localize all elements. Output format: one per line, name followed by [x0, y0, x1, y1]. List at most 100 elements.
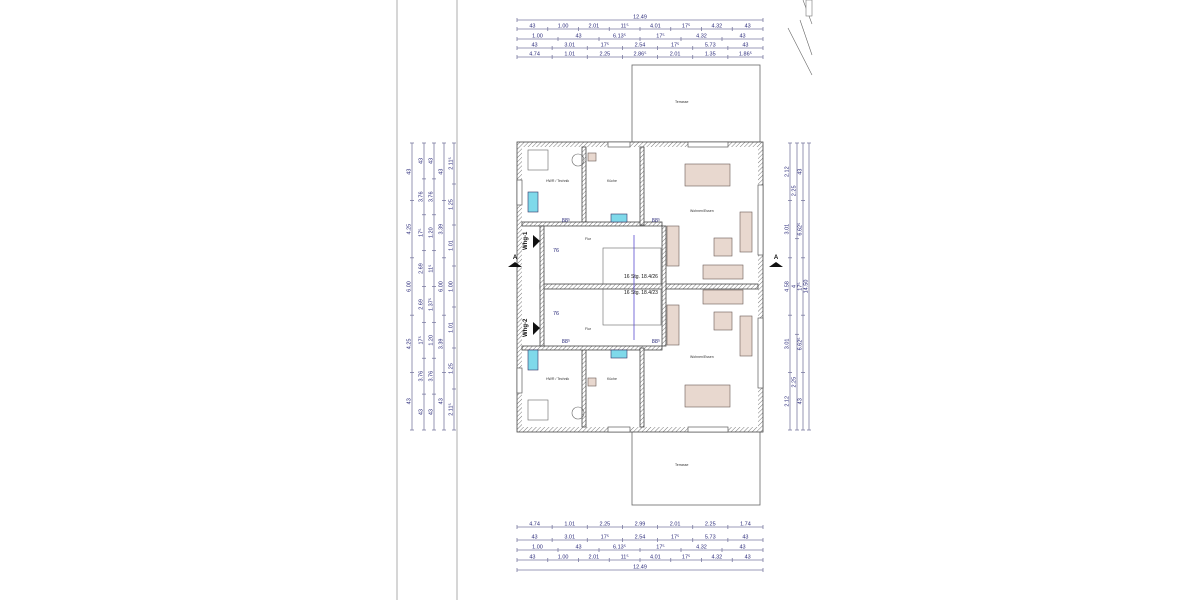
dimension-bottom-value: 5.73: [705, 535, 716, 541]
dimension-lines: 12.49 43 1.00 2.01 11⁵ 4.01 17⁵ 4.32 43 1.00 43 6.1…: [407, 15, 811, 572]
dimension-left-value: 2.11⁵: [448, 403, 455, 416]
terrace-top: [631, 64, 761, 143]
dimension-bottom-value: 43: [742, 535, 748, 541]
dimension-left-value: 11⁵: [428, 265, 435, 273]
dimension-bottom-value: 2.25: [705, 522, 716, 528]
room-label-hwr-bottom: HWR / Technik: [546, 377, 569, 381]
stairs-label-bottom: 16 Stg. 18.4/23: [624, 290, 658, 296]
section-arrow-icon: [769, 262, 783, 267]
dimension-left-value: 2.11⁵: [448, 157, 455, 170]
door-width: 88⁵: [562, 338, 570, 345]
dimension-bottom-value: 43: [575, 545, 581, 551]
dimension-bottom-value: 43: [529, 555, 535, 561]
dimension-right-value: 6.62⁵: [797, 337, 804, 350]
unit-label-2: Whg-2: [523, 318, 529, 337]
dimension-bottom-value: 3.01: [564, 535, 575, 541]
dimension-top-value: 5.73: [705, 43, 716, 49]
dimension-top-value: 1.35: [705, 52, 716, 58]
dimension-right-value: 3.01: [785, 224, 791, 235]
unit-label-1: Whg-1: [523, 231, 529, 250]
dimension-bottom-value: 1.00: [558, 555, 569, 561]
dimension-left-value: 3.76: [419, 191, 425, 202]
entry-arrow-icon: [533, 322, 540, 335]
dimension-left-value: 3.39: [439, 224, 445, 235]
dimension-top-value: 2.86⁵: [634, 51, 647, 58]
door-width: 88⁵: [652, 217, 660, 224]
dimension-right-value: 4: [792, 285, 798, 288]
north-arrow-icon: [787, 0, 813, 76]
door-width: 88⁵: [652, 338, 660, 345]
dimension-top-value: 43: [575, 34, 581, 40]
section-mark-right: A: [774, 255, 779, 261]
dimension-left-value: 6.00: [439, 281, 445, 292]
dimension-left-value: 43: [439, 169, 445, 175]
door-width: 76: [553, 248, 559, 254]
dimension-top-value: 12.49: [633, 15, 647, 21]
room-label-hall-bottom: Flur: [585, 327, 592, 331]
dimension-bottom-value: 1.01: [564, 522, 575, 528]
dimension-bottom-value: 2.54: [635, 535, 646, 541]
dimension-bottom-value: 4.32: [696, 545, 707, 551]
dimension-left-value: 1.25: [449, 363, 455, 374]
dimension-top-value: 43: [532, 43, 538, 49]
dimension-left-value: 1.01: [449, 240, 455, 251]
stairs-label-top: 16 Stg. 18.4/26: [624, 274, 658, 280]
dimension-top-value: 43: [739, 34, 745, 40]
dimension-left-value: 3.76: [429, 191, 435, 202]
dimension-right-value: 43: [798, 169, 804, 175]
dimension-top-value: 17⁵: [682, 23, 690, 30]
dimension-right-value: 14.50: [804, 280, 810, 294]
dimension-bottom-value: 17⁵: [601, 534, 609, 541]
dimension-bottom-value: 6.13⁵: [613, 544, 626, 551]
dimension-right-value: 2.25: [792, 377, 798, 388]
dimension-top-value: 43: [742, 43, 748, 49]
dimension-top-value: 43: [745, 24, 751, 30]
dimension-top-value: 17⁵: [671, 42, 679, 49]
dimension-left-value: 1.20: [429, 227, 435, 238]
section-mark-left: A: [513, 255, 518, 261]
dimension-bottom-value: 43: [745, 555, 751, 561]
dimension-left-value: 4.25: [407, 224, 413, 235]
dimension-right-value: 4.58: [785, 281, 791, 292]
dimension-bottom-value: 2.25: [599, 522, 610, 528]
dimension-left-value: 3.76: [419, 371, 425, 382]
dimension-right-value: 2.12: [785, 166, 791, 177]
dimension-top-value: 4.32: [696, 34, 707, 40]
dimension-bottom-value: 17⁵: [656, 544, 664, 551]
dimension-top-value: 17⁵: [656, 33, 664, 40]
dimension-top-value: 2.01: [589, 24, 600, 30]
dimension-right-value: 17⁵: [797, 282, 804, 290]
dimension-bottom-value: 4.32: [712, 555, 723, 561]
furniture: [527, 149, 753, 421]
dimension-left-value: 2.69: [419, 299, 425, 310]
dimension-bottom-value: 4.01: [650, 555, 661, 561]
dimension-top-value: 4.32: [712, 24, 723, 30]
room-label-terrace-top: Terrasse: [675, 100, 688, 104]
dimension-bottom-value: 2.99: [635, 522, 646, 528]
dimension-left-value: 43: [429, 158, 435, 164]
dimension-top-value: 3.01: [564, 43, 575, 49]
dimension-left-value: 43: [407, 169, 413, 175]
dimension-bottom-value: 12.49: [633, 565, 647, 571]
dimension-bottom-value: 1.74: [740, 522, 751, 528]
dimension-top-value: 2.54: [635, 43, 646, 49]
dimension-top-value: 2.01: [670, 52, 681, 58]
dimension-left-value: 3.76: [429, 371, 435, 382]
dimension-top-value: 11⁵: [621, 23, 629, 30]
dimension-top-value: 2.25: [599, 52, 610, 58]
dimension-bottom-value: 43: [532, 535, 538, 541]
dimension-left-value: 4.25: [407, 339, 413, 350]
dimension-bottom-value: 2.01: [589, 555, 600, 561]
dimension-bottom-value: 43: [739, 545, 745, 551]
dimension-right-value: 2.25: [792, 185, 798, 196]
room-label-living-top: Wohnen/Essen: [690, 209, 714, 213]
dimension-bottom-value: 4.74: [529, 522, 540, 528]
dimension-left-value: 3.39: [439, 339, 445, 350]
dimension-top-value: 17⁵: [601, 42, 609, 49]
section-arrow-icon: [508, 262, 522, 267]
room-label-living-bottom: Wohnen/Essen: [690, 355, 714, 359]
room-label-kitchen-top: Küche: [607, 179, 617, 183]
dimension-right-value: 6.62⁵: [797, 223, 804, 236]
dimension-bottom-value: 1.00: [532, 545, 543, 551]
dimension-top-value: 1.01: [564, 52, 575, 58]
